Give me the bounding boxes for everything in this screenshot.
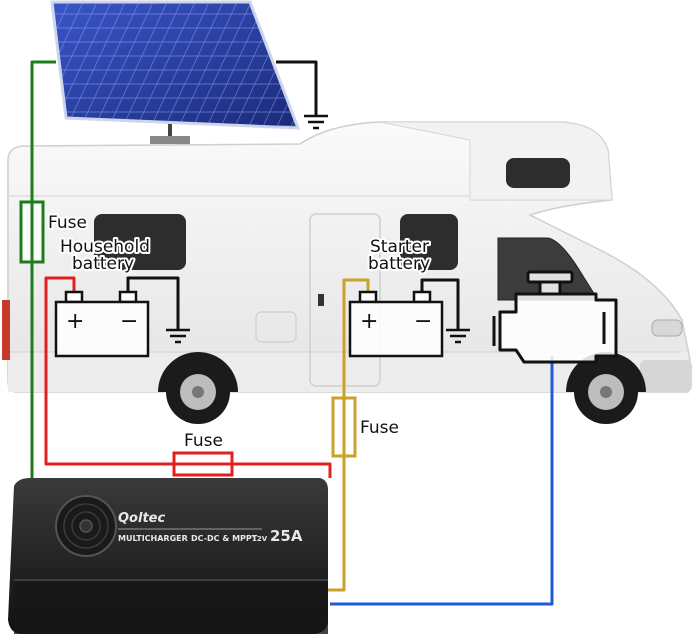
rv-cab-window <box>497 237 599 301</box>
device-model: MULTICHARGER <box>118 534 188 543</box>
wire-engine-signal <box>330 356 554 606</box>
fuse-starter: Fuse <box>331 396 399 458</box>
rv-hatch <box>255 311 297 343</box>
rv-rear-light <box>2 300 10 360</box>
rv-window-rear <box>94 214 186 270</box>
fuse-household-label: Fuse <box>184 431 223 451</box>
fuse-solar: Fuse <box>19 200 89 264</box>
rv-rear-wheel <box>158 352 238 424</box>
wire-solar-positive <box>30 60 56 478</box>
rv-front-bumper <box>640 360 692 392</box>
household-battery-minus: − <box>120 309 138 334</box>
household-battery-body <box>54 300 150 358</box>
solar-panel <box>50 0 301 144</box>
rv-headlight <box>651 319 683 337</box>
wires <box>30 60 554 606</box>
starter-battery-minus: − <box>414 309 432 334</box>
fuse-household: Fuse <box>172 431 234 477</box>
rv-window-mid <box>400 214 458 270</box>
ground-symbol-household <box>166 328 190 344</box>
household-battery: Household battery + − <box>54 235 152 358</box>
rv-door-handle <box>318 294 324 306</box>
household-battery-plus: + <box>66 309 84 334</box>
rv-window-alcove <box>506 158 570 188</box>
wire-solar-ground <box>276 60 318 116</box>
device-type: DC-DC & MPPT <box>191 534 258 543</box>
wire-household-positive <box>44 276 332 478</box>
starter-battery-label-line2: battery <box>368 254 430 274</box>
wire-starter-ground <box>420 278 460 330</box>
starter-battery-body <box>348 300 444 358</box>
household-battery-label-line1: Household <box>60 237 150 257</box>
device-brand: Qoltec <box>118 511 165 526</box>
wire-starter-positive <box>326 278 370 592</box>
ground-symbol-solar <box>304 114 328 130</box>
wire-household-ground <box>126 276 180 330</box>
fuse-starter-label: Fuse <box>360 418 399 438</box>
starter-battery: Starter battery + − <box>348 235 444 358</box>
engine-icon <box>492 270 618 364</box>
device-current: 25A <box>270 527 303 545</box>
qoltec-multicharger: Qoltec MULTICHARGER DC-DC & MPPT 12V 25A <box>8 478 328 634</box>
starter-battery-plus: + <box>360 309 378 334</box>
starter-battery-label-line1: Starter <box>370 237 429 257</box>
device-voltage: 12V <box>252 535 268 543</box>
fuse-solar-label: Fuse <box>48 213 87 233</box>
household-battery-label-line2: battery <box>72 254 134 274</box>
ground-symbols <box>166 114 470 344</box>
ground-symbol-starter <box>446 328 470 344</box>
fan-grille-icon <box>55 495 117 557</box>
